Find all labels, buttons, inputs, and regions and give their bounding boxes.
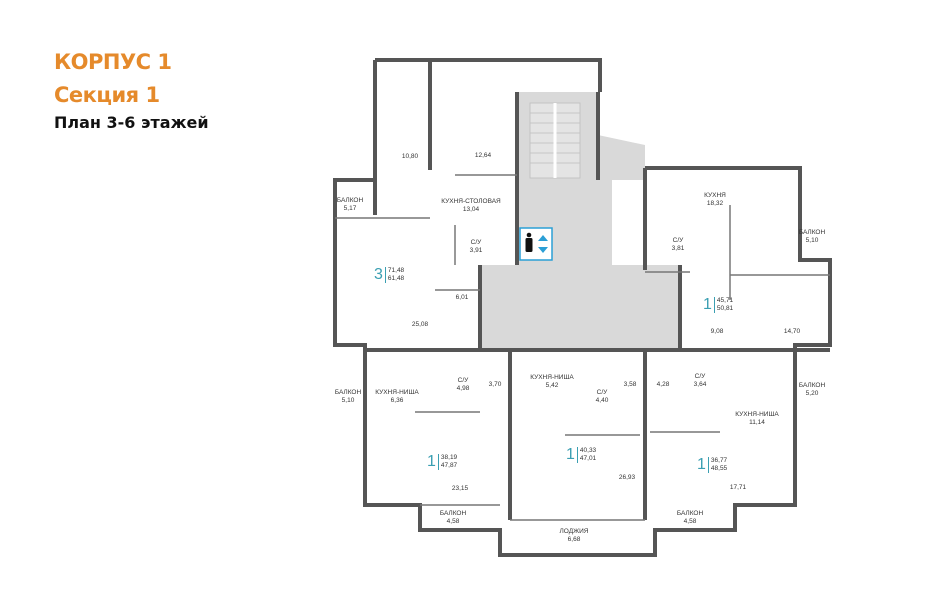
room-label: 9,08 [710,328,724,335]
building-title: КОРПУС 1 [54,50,172,74]
room-label: 3,58 [623,381,637,388]
section-title: Секция 1 [54,83,160,107]
floor-plan-subtitle: План 3-6 этажей [54,113,209,132]
room-label: 10,80 [401,153,419,160]
room-label: 6,01 [455,294,469,301]
room-label: 25,08 [411,321,429,328]
room-label: 26,93 [618,474,636,481]
room-label: 4,28 [656,381,670,388]
walls [333,58,832,557]
room-label: 17,71 [729,484,747,491]
staircase [529,102,581,179]
room-label: 14,70 [783,328,801,335]
elevator-person-icon [519,227,553,261]
inner-walls [335,174,830,521]
room-label: 12,64 [474,152,492,159]
room-label: 3,70 [488,381,502,388]
room-label: 23,15 [451,485,469,492]
